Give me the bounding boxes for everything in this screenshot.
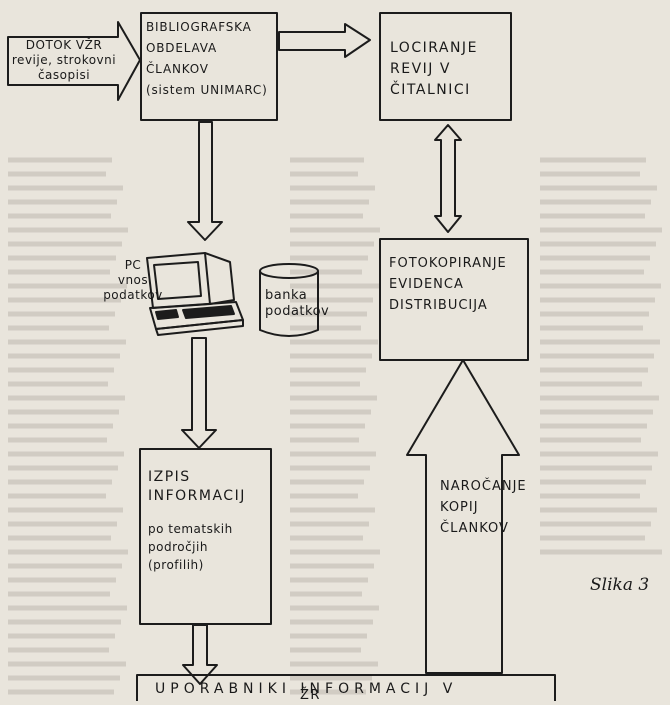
output-title: IZPIS INFORMACIJ bbox=[148, 469, 246, 504]
users-bar bbox=[136, 674, 556, 701]
processing-box bbox=[140, 12, 278, 121]
inflow-label: DOTOK VŽR revije, strokovni časopisi bbox=[11, 38, 117, 82]
output-subtitle: po tematskih področjih (profilih) bbox=[148, 522, 233, 572]
ordering-arrow bbox=[406, 359, 520, 674]
databank-cylinder-icon bbox=[259, 263, 319, 337]
arrow-to-locating bbox=[278, 23, 371, 58]
locating-label: LOCIRANJE REVIJ V ČITALNICI bbox=[390, 40, 478, 98]
arrow-to-pc bbox=[187, 121, 223, 241]
processing-label: BIBLIOGRAFSKA OBDELAVA ČLANKOV (sistem U… bbox=[146, 20, 268, 97]
ordering-label: NAROČANJE KOPIJ ČLANKOV bbox=[440, 479, 527, 536]
arrow-to-output bbox=[181, 337, 217, 449]
users-label-line2: ŽR bbox=[300, 688, 321, 703]
inflow-arrow bbox=[7, 21, 141, 101]
figure-caption: Slika 3 bbox=[590, 575, 650, 595]
databank-label: banka podatkov bbox=[265, 288, 330, 319]
pc-label: PC vnos podatkov bbox=[103, 258, 163, 302]
photocopy-box bbox=[379, 238, 529, 361]
users-label-line1: UPORABNIKI INFORMACIJ V bbox=[155, 681, 458, 697]
double-arrow-vertical bbox=[434, 124, 462, 233]
locating-box bbox=[379, 12, 512, 121]
computer-icon bbox=[146, 252, 244, 336]
photocopy-label: FOTOKOPIRANJE EVIDENCA DISTRIBUCIJA bbox=[389, 256, 507, 313]
